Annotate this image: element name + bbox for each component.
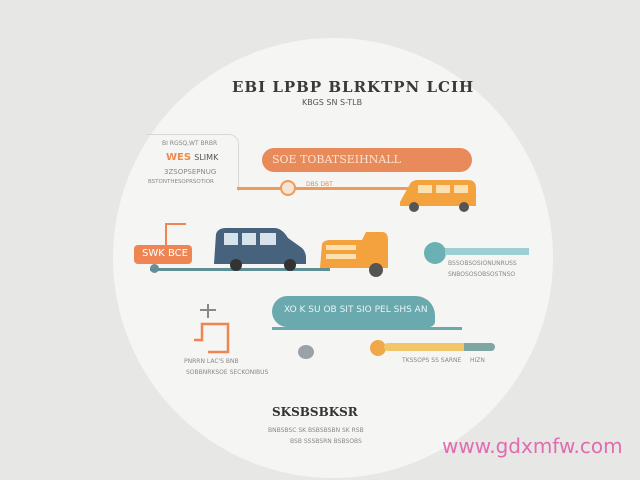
card-heading-text: SLIMK	[194, 153, 219, 162]
progress-bar	[384, 343, 495, 351]
card-line: 3ZSOPSEPNUG	[164, 168, 217, 176]
card-line: BSTONTHESOPRSOTIOR	[148, 179, 214, 185]
teal-bar	[445, 248, 529, 255]
teal-timeline	[272, 327, 462, 330]
cloud-icon	[298, 345, 314, 359]
pipe-text: SOBBNRKSOE SECKONIBUS	[186, 369, 269, 376]
orange-van-icon	[400, 180, 476, 212]
footer-text: BNBSBSC SK BSBSBSBN SK RSB	[268, 427, 364, 434]
teal-node-icon	[424, 242, 446, 264]
infographic-subtitle: KBGS SN S-TLB	[302, 98, 363, 107]
orange-truck-icon	[320, 232, 388, 277]
info-card	[146, 134, 239, 191]
footer-title: SKSBSBKSR	[272, 405, 358, 419]
road-line	[150, 268, 330, 271]
orange-tag-label: SWK BCE	[142, 248, 188, 259]
orange-banner: SOE TOBATSEIHNALL	[262, 148, 472, 172]
teal-text: SNBOSOSOBSOSTNSO	[448, 271, 516, 278]
card-highlight: WES	[166, 152, 192, 163]
orange-node-icon	[280, 180, 296, 196]
card-heading: WES SLIMK	[166, 152, 218, 163]
pipe-text: PNRRN LAC'S BNB	[184, 358, 239, 365]
teal-banner-label: XO K SU OB SIT SIO PEL SHS AN	[284, 305, 428, 315]
pipe-icon	[194, 304, 230, 354]
blue-van-icon	[214, 228, 306, 271]
yellow-node-icon	[370, 340, 386, 356]
progress-fill	[384, 343, 464, 351]
orange-caption: DBS DBT	[306, 181, 333, 188]
progress-value: HIZN	[470, 357, 485, 364]
orange-banner-label: SOE TOBATSEIHNALL	[272, 153, 401, 166]
teal-text: BSSOBSOSIONUNRUSS	[448, 260, 517, 267]
progress-remainder	[463, 343, 495, 351]
card-line: BI RGSQ,WT BRBR	[162, 140, 218, 147]
progress-label: TKSSOPS SS SARNE	[402, 357, 462, 364]
teal-banner: XO K SU OB SIT SIO PEL SHS AN	[272, 296, 435, 327]
infographic-title: EBI LPBP BLRKTPN LCIH	[232, 78, 475, 96]
orange-tag: SWK BCE	[134, 245, 192, 264]
orange-timeline	[237, 187, 412, 190]
watermark: www.gdxmfw.com	[442, 434, 623, 458]
footer-text: BSB SSSBSRN BSBSOBS	[290, 438, 362, 445]
signpost-icon	[165, 223, 186, 246]
